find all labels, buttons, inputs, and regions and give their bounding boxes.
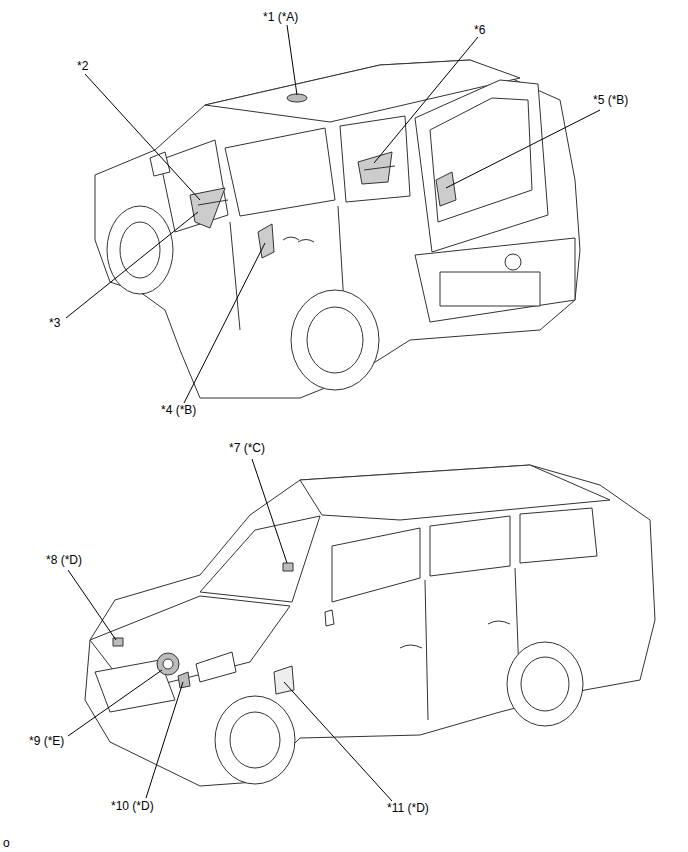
callout-number: *1 (*A)	[262, 10, 299, 24]
callout-number: *9 (*E)	[28, 734, 65, 748]
callout-number: *7 (*C)	[228, 441, 266, 455]
callout-number: *6	[473, 23, 486, 37]
callout-number: o	[2, 836, 11, 850]
callout-number: *10 (*D)	[110, 799, 155, 813]
callout-number: *3	[48, 316, 61, 330]
callout-number: *8 (*D)	[45, 553, 83, 567]
callout-number: *5 (*B)	[592, 93, 629, 107]
callout-number: *4 (*B)	[160, 403, 197, 417]
callout-number: *11 (*D)	[386, 801, 430, 815]
callout-number: *2	[76, 59, 89, 73]
